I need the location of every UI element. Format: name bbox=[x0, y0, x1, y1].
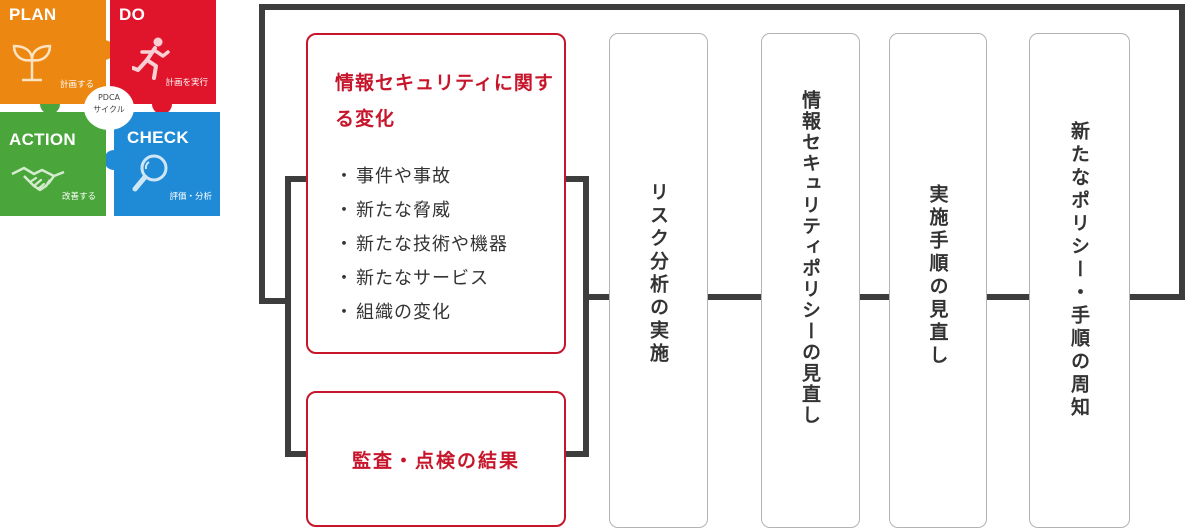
input-bracket-right bbox=[564, 176, 589, 457]
pdca-cycle: PLAN 計画する DO 計画を実行 ACTION bbox=[0, 0, 220, 218]
input-bracket-left bbox=[285, 176, 308, 457]
list-item: 組織の変化 bbox=[335, 296, 508, 330]
plan-subtitle: 計画する bbox=[59, 80, 94, 90]
pdca-action: ACTION 改善する bbox=[0, 112, 106, 216]
handshake-icon bbox=[10, 164, 66, 200]
list-item: 新たなサービス bbox=[335, 262, 508, 296]
pdca-center-line1: PDCA bbox=[97, 93, 121, 102]
runner-icon bbox=[131, 36, 170, 84]
check-subtitle: 評価・分析 bbox=[169, 192, 212, 202]
audit-box: 監査・点検の結果 bbox=[306, 391, 566, 527]
action-subtitle: 改善する bbox=[61, 192, 96, 202]
changes-box: 情報セキュリティに関する変化 事件や事故 新たな脅威 新たな技術や機器 新たなサ… bbox=[306, 33, 566, 354]
pdca-center-circle bbox=[84, 86, 134, 130]
sprout-icon bbox=[12, 38, 52, 86]
plan-title: PLAN bbox=[9, 5, 57, 24]
audit-label: 監査・点検の結果 bbox=[351, 449, 520, 472]
magnifier-icon bbox=[132, 152, 172, 200]
do-subtitle: 計画を実行 bbox=[165, 78, 208, 88]
step-label: 新たなポリシー・手順の周知 bbox=[1068, 121, 1090, 420]
step-procedure-review: 実施手順の見直し bbox=[889, 33, 987, 528]
step-announcement: 新たなポリシー・手順の周知 bbox=[1029, 33, 1130, 528]
step-label: 実施手順の見直し bbox=[926, 184, 949, 368]
pdca-center-label: PDCA サイクル bbox=[84, 92, 134, 116]
changes-list: 事件や事故 新たな脅威 新たな技術や機器 新たなサービス 組織の変化 bbox=[335, 160, 508, 330]
list-item: 新たな脅威 bbox=[335, 194, 508, 228]
step-policy-review: 情報セキュリティポリシーの見直し bbox=[761, 33, 860, 528]
action-title: ACTION bbox=[9, 130, 76, 149]
check-title: CHECK bbox=[127, 128, 189, 147]
pdca-check: CHECK 評価・分析 bbox=[114, 112, 220, 216]
do-title: DO bbox=[119, 5, 146, 24]
list-item: 新たな技術や機器 bbox=[335, 228, 508, 262]
pdca-center-line2: サイクル bbox=[93, 105, 125, 114]
step-risk-analysis: リスク分析の実施 bbox=[609, 33, 708, 528]
step-label: リスク分析の実施 bbox=[647, 182, 669, 366]
pdca-plan: PLAN 計画する bbox=[0, 0, 106, 104]
step-label: 情報セキュリティポリシーの見直し bbox=[799, 90, 821, 426]
pdca-do: DO 計画を実行 bbox=[110, 0, 216, 104]
list-item: 事件や事故 bbox=[335, 160, 508, 194]
feedback-loop-line bbox=[259, 4, 1185, 304]
changes-title: 情報セキュリティに関する変化 bbox=[335, 72, 554, 130]
